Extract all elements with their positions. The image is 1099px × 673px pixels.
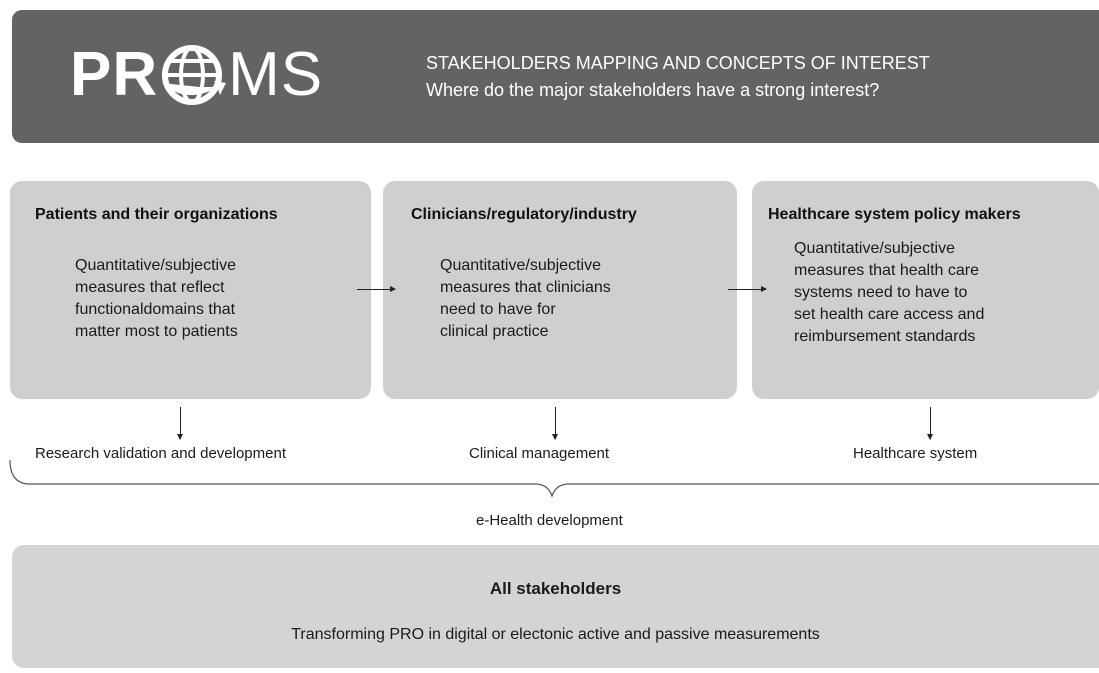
clinicians-line: measures that clinicians xyxy=(440,279,611,296)
arrow-down-icon xyxy=(552,407,558,440)
header-title: STAKEHOLDERS MAPPING AND CONCEPTS OF INT… xyxy=(426,53,930,73)
policy-makers-line: measures that health care xyxy=(794,262,979,279)
policy-makers-box: Healthcare system policy makers Quantita… xyxy=(752,181,1099,399)
all-stakeholders-box: All stakeholders Transforming PRO in dig… xyxy=(12,545,1099,668)
clinicians-line: clinical practice xyxy=(440,323,549,340)
clinicians-box: Clinicians/regulatory/industry Quantitat… xyxy=(383,181,737,399)
clinicians-box-text: Quantitative/subjective measures that cl… xyxy=(440,255,611,343)
policy-makers-line: set health care access and xyxy=(794,306,985,323)
policy-makers-box-title: Healthcare system policy makers xyxy=(768,206,1021,223)
patients-box-title: Patients and their organizations xyxy=(35,206,278,223)
clinicians-box-title: Clinicians/regulatory/industry xyxy=(411,206,637,223)
outcome-clinical-label: Clinical management xyxy=(469,445,610,462)
patients-line: matter most to patients xyxy=(75,323,238,340)
curly-brace xyxy=(9,459,1099,498)
all-stakeholders-title: All stakeholders xyxy=(489,579,622,598)
clinicians-line: Quantitative/subjective xyxy=(440,257,601,274)
policy-makers-line: reimbursement standards xyxy=(794,328,976,345)
patients-box: Patients and their organizations Quantit… xyxy=(10,181,371,399)
policy-makers-box-text: Quantitative/subjective measures that he… xyxy=(794,238,984,348)
policy-makers-line: systems need to have to xyxy=(794,284,968,301)
logo-text-left: PR xyxy=(70,40,159,109)
globe-arrow-icon xyxy=(162,45,227,105)
proms-logo: PR MS xyxy=(70,40,323,110)
header-subtitle: Where do the major stakeholders have a s… xyxy=(426,80,880,100)
outcome-research-label: Research validation and development xyxy=(35,445,286,462)
patients-box-text: Quantitative/subjective measures that re… xyxy=(75,255,238,343)
policy-makers-line: Quantitative/subjective xyxy=(794,240,955,257)
outcome-healthcare-label: Healthcare system xyxy=(853,445,978,462)
brace-label: e-Health development xyxy=(476,512,623,529)
arrow-right-icon xyxy=(357,286,396,292)
patients-line: functionaldomains that xyxy=(75,301,236,318)
header-banner: PR MS STAKEHOLDERS MAPPING AND CONCEPTS … xyxy=(12,10,1099,143)
logo-text-right: MS xyxy=(228,40,324,109)
arrow-down-icon xyxy=(927,407,933,440)
clinicians-line: need to have for xyxy=(440,301,556,318)
all-stakeholders-text: Transforming PRO in digital or electonic… xyxy=(291,626,820,643)
arrow-right-icon xyxy=(728,286,767,292)
patients-line: Quantitative/subjective xyxy=(75,257,236,274)
header-text: STAKEHOLDERS MAPPING AND CONCEPTS OF INT… xyxy=(426,50,930,104)
arrow-down-icon xyxy=(177,407,183,440)
patients-line: measures that reflect xyxy=(75,279,225,296)
